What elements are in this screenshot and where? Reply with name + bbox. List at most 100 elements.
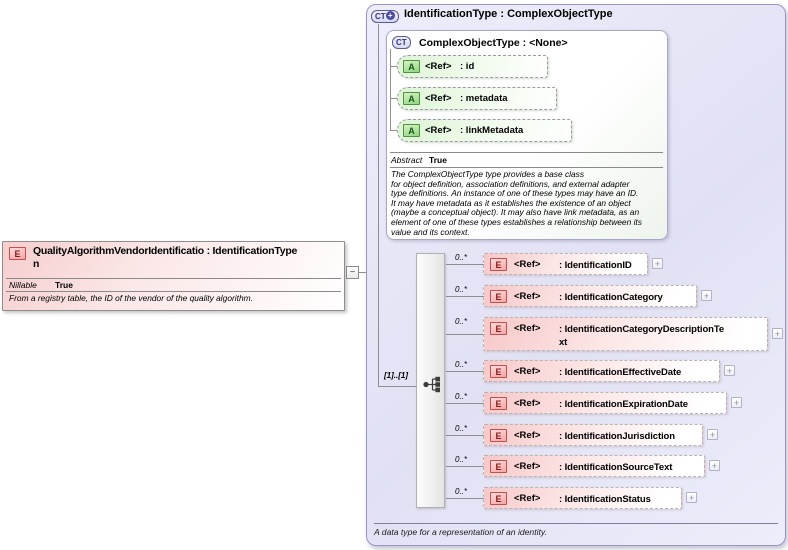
element-ref: <Ref>: [514, 430, 541, 441]
cardinality-label: 0..*: [455, 392, 468, 401]
attribute-name: : id: [460, 61, 475, 72]
attribute-badge-icon: A: [403, 60, 420, 73]
trunk-line: [378, 24, 379, 386]
panel-title: IdentificationType : ComplexObjectType: [404, 8, 613, 20]
expand-toggle[interactable]: +: [707, 429, 718, 440]
element-ref: <Ref>: [514, 323, 541, 334]
element-identification-category-description-text[interactable]: 0..* E <Ref> : IdentificationCategoryDes…: [446, 317, 783, 351]
cardinality-label: 0..*: [455, 253, 468, 262]
expand-toggle[interactable]: +: [731, 397, 742, 408]
connector-line: [446, 403, 484, 404]
element-name: : IdentificationEffectiveDate: [559, 367, 682, 378]
connector-line: [446, 334, 484, 335]
connector-line: [446, 371, 484, 372]
panel-footer-annotation: A data type for a representation of an i…: [374, 527, 547, 537]
cardinality-label: 0..*: [455, 317, 468, 326]
expand-toggle[interactable]: +: [724, 365, 735, 376]
attribute-stub-line: [390, 66, 398, 67]
element-badge-icon: E: [9, 247, 26, 260]
connector-line: [446, 435, 484, 436]
attribute-ref: <Ref>: [425, 93, 452, 104]
expand-toggle[interactable]: +: [709, 460, 720, 471]
element-badge-icon: E: [490, 365, 507, 378]
attribute-name: : metadata: [460, 93, 508, 104]
element-identification-expiration-date[interactable]: 0..* E <Ref> : IdentificationExpirationD…: [446, 392, 742, 414]
element-ref: <Ref>: [514, 291, 541, 302]
attribute-metadata[interactable]: A <Ref> : metadata: [397, 87, 557, 110]
base-type-annotation: The ComplexObjectType type provides a ba…: [391, 169, 642, 237]
divider: [374, 523, 778, 524]
abstract-value: True: [429, 155, 447, 165]
attribute-badge-icon: A: [403, 124, 420, 137]
source-element-box[interactable]: E QualityAlgorithmVendorIdentificatio : …: [2, 241, 345, 311]
element-identification-effective-date[interactable]: 0..* E <Ref> : IdentificationEffectiveDa…: [446, 360, 735, 382]
element-name: : IdentificationStatus: [559, 494, 651, 505]
element-name: : IdentificationJurisdiction: [559, 431, 675, 442]
cardinality-label: 0..*: [455, 487, 468, 496]
attribute-ref: <Ref>: [425, 61, 452, 72]
abstract-label: Abstract: [391, 155, 423, 165]
sequence-icon: [423, 376, 441, 393]
element-ref: <Ref>: [514, 366, 541, 377]
divider: [390, 152, 663, 153]
divider: [6, 291, 341, 292]
element-ref: <Ref>: [514, 398, 541, 409]
element-name: : IdentificationID: [559, 260, 632, 271]
element-badge-icon: E: [490, 258, 507, 271]
cardinality-label: 0..*: [455, 455, 468, 464]
attribute-id[interactable]: A <Ref> : id: [397, 55, 548, 78]
complex-type-badge: CT+: [371, 6, 401, 24]
source-element-annotation: From a registry table, the ID of the ven…: [9, 293, 253, 303]
collapse-toggle[interactable]: −: [346, 266, 359, 279]
element-identification-jurisdiction[interactable]: 0..* E <Ref> : IdentificationJurisdictio…: [446, 424, 718, 446]
element-name: : IdentificationSourceText: [559, 462, 673, 473]
attribute-stub-line: [390, 130, 398, 131]
minus-icon: −: [349, 267, 356, 278]
element-name: : IdentificationExpirationDate: [559, 399, 688, 410]
divider: [6, 278, 341, 279]
element-identification-source-text[interactable]: 0..* E <Ref> : IdentificationSourceText …: [446, 455, 720, 477]
element-ref: <Ref>: [514, 461, 541, 472]
ct-badge-icon: CT: [392, 36, 411, 49]
element-ref: <Ref>: [514, 493, 541, 504]
element-name: : IdentificationCategoryDescriptionTe xt: [559, 324, 725, 348]
source-element-title: QualityAlgorithmVendorIdentificatio : Id…: [33, 245, 298, 270]
element-identification-id[interactable]: 0..* E <Ref> : IdentificationID +: [446, 253, 663, 275]
base-type-title: ComplexObjectType : <None>: [419, 37, 568, 49]
nillable-label: Nillable: [9, 280, 37, 290]
expand-toggle[interactable]: +: [701, 290, 712, 301]
attribute-badge-icon: A: [403, 92, 420, 105]
attribute-trunk-line: [390, 49, 391, 130]
cardinality-label: 0..*: [455, 360, 468, 369]
element-badge-icon: E: [490, 290, 507, 303]
element-badge-icon: E: [490, 397, 507, 410]
model-cardinality: [1]..[1]: [384, 371, 408, 380]
element-identification-status[interactable]: 0..* E <Ref> : IdentificationStatus +: [446, 487, 697, 509]
trunk-to-sequence-line: [378, 386, 416, 387]
element-badge-icon: E: [490, 460, 507, 473]
nillable-value: True: [55, 280, 73, 290]
connector-line: [446, 264, 484, 265]
attribute-stub-line: [390, 98, 398, 99]
sequence-compositor-bar[interactable]: [416, 253, 445, 508]
connector-line: [446, 466, 484, 467]
expand-toggle[interactable]: +: [652, 258, 663, 269]
expand-type-icon[interactable]: +: [385, 11, 395, 20]
element-badge-icon: E: [490, 429, 507, 442]
connector-line: [446, 498, 484, 499]
cardinality-label: 0..*: [455, 424, 468, 433]
ct-badge-icon: CT+: [371, 10, 399, 23]
expand-toggle[interactable]: +: [686, 492, 697, 503]
cardinality-label: 0..*: [455, 285, 468, 294]
element-identification-category[interactable]: 0..* E <Ref> : IdentificationCategory +: [446, 285, 712, 307]
connector-line: [446, 296, 484, 297]
expand-toggle[interactable]: +: [772, 328, 783, 339]
attribute-link-metadata[interactable]: A <Ref> : linkMetadata: [397, 119, 572, 142]
element-ref: <Ref>: [514, 259, 541, 270]
attribute-name: : linkMetadata: [460, 125, 524, 136]
element-name: : IdentificationCategory: [559, 292, 663, 303]
element-badge-icon: E: [490, 492, 507, 505]
element-badge-icon: E: [490, 322, 507, 335]
divider: [390, 167, 663, 168]
